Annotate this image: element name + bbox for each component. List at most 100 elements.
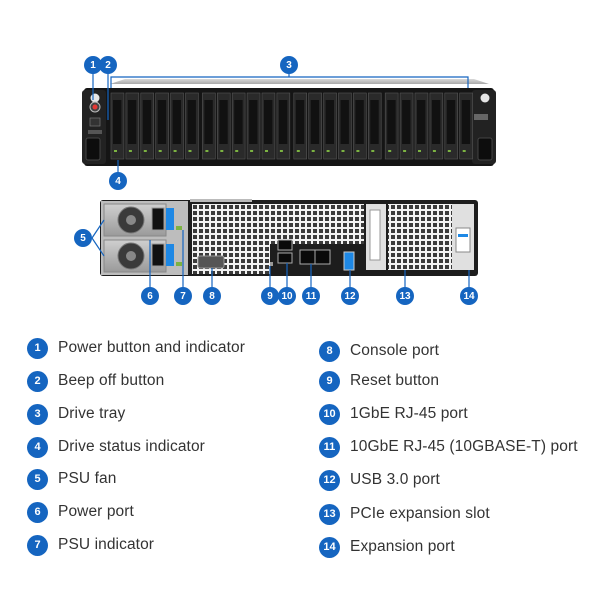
legend-badge-11: 11 (319, 436, 340, 458)
drive-tray-slot (370, 100, 379, 144)
drive-tray-slot (310, 100, 320, 144)
drive-tray-slot (340, 100, 349, 144)
drive-tray-slot (417, 100, 426, 144)
legend-label-10: 1GbE RJ-45 port (350, 405, 468, 422)
drive-status-led (326, 150, 330, 152)
callout-7: 7 (174, 287, 192, 305)
drive-status-led (265, 150, 268, 152)
legend-item-11: 11 10GbE RJ-45 (10GBASE-T) port (319, 436, 578, 458)
callout-10: 10 (278, 287, 296, 305)
drive-status-led (220, 150, 224, 152)
legend-badge-13: 13 (319, 503, 340, 525)
callout-5: 5 (74, 229, 92, 247)
callout-12: 12 (341, 287, 359, 305)
legend-item-8: 8 Console port (319, 340, 439, 362)
power-led (92, 104, 98, 110)
drive-tray-slot (461, 100, 471, 144)
power-port-top (151, 207, 165, 231)
legend-badge-8: 8 (319, 340, 340, 362)
legend-item-3: 3 Drive tray (27, 403, 125, 425)
drive-status-led (371, 150, 375, 152)
drive-status-led (250, 150, 254, 152)
legend-badge-14: 14 (319, 536, 340, 558)
front-top-edge (110, 79, 489, 84)
legend-item-12: 12 USB 3.0 port (319, 469, 440, 491)
legend-label-3: Drive tray (58, 405, 126, 422)
drive-tray-slot (157, 100, 167, 144)
legend-item-2: 2 Beep off button (27, 370, 164, 392)
callout-1: 1 (84, 56, 102, 74)
front-label (88, 130, 102, 134)
drive-tray-slot (387, 100, 396, 144)
console-port (197, 255, 225, 269)
legend-label-14: Expansion port (350, 538, 455, 555)
left-handle (85, 137, 101, 161)
legend-item-5: 5 PSU fan (27, 468, 116, 490)
drive-tray-slot (172, 100, 181, 144)
drive-status-led (188, 150, 192, 152)
rear-top-edge (190, 199, 252, 202)
drive-status-led (311, 150, 315, 152)
legend-badge-1: 1 (27, 337, 48, 359)
legend-badge-7: 7 (27, 534, 48, 556)
legend-label-4: Drive status indicator (58, 438, 205, 455)
drive-status-led (403, 150, 407, 152)
legend-badge-5: 5 (27, 468, 48, 490)
drive-tray-slot (278, 100, 288, 144)
legend-badge-10: 10 (319, 403, 340, 425)
right-handle (477, 137, 493, 161)
callout-13: 13 (396, 287, 414, 305)
callout-11: 11 (302, 287, 320, 305)
drive-tray-slot (402, 100, 411, 144)
callout-2: 2 (99, 56, 117, 74)
usb-ports (343, 251, 355, 271)
drive-status-led (158, 150, 162, 152)
callout-3: 3 (280, 56, 298, 74)
legend-label-9: Reset button (350, 372, 440, 389)
drive-status-led (418, 150, 421, 152)
drive-tray-slot (325, 100, 334, 144)
legend-label-8: Console port (350, 342, 440, 359)
model-badge (474, 114, 488, 120)
legend-item-4: 4 Drive status indicator (27, 436, 205, 458)
beep-off-button (89, 117, 101, 127)
drive-tray-slot (234, 100, 243, 144)
front-panel (82, 79, 496, 166)
drive-status-led (173, 150, 177, 152)
drive-status-led (356, 150, 360, 152)
psu-indicator-top (176, 226, 182, 230)
legend-badge-3: 3 (27, 403, 48, 425)
drive-status-led (114, 150, 117, 152)
legend-item-1: 1 Power button and indicator (27, 337, 245, 359)
drive-tray-slot (142, 100, 152, 144)
drive-tray-slot (127, 100, 137, 144)
reset-button (270, 262, 273, 266)
drive-tray-slot (249, 100, 258, 144)
callout-6: 6 (141, 287, 159, 305)
legend-label-11: 10GbE RJ-45 (10GBASE-T) port (350, 438, 578, 455)
callout-4: 4 (109, 172, 127, 190)
power-port-bottom (151, 243, 165, 267)
drive-status-led (462, 150, 466, 152)
drive-bays (110, 92, 473, 160)
rj45-1gbe-bottom (277, 252, 293, 264)
legend-label-12: USB 3.0 port (350, 471, 440, 488)
drive-status-led (432, 150, 436, 152)
legend-label-5: PSU fan (58, 470, 117, 487)
drive-tray-slot (355, 100, 364, 144)
device-illustration: 1 2 3 4 5 6 7 8 9 10 11 12 13 14 (74, 56, 496, 305)
drive-tray-slot (295, 100, 305, 144)
drive-tray-slot (431, 100, 441, 144)
legend-item-9: 9 Reset button (319, 370, 439, 392)
legend-badge-4: 4 (27, 436, 48, 458)
drive-status-led (128, 150, 132, 152)
psu-indicator-bottom (176, 262, 182, 266)
rj45-1gbe-top (277, 239, 293, 251)
legend-item-6: 6 Power port (27, 501, 134, 523)
drive-status-led (341, 150, 345, 152)
legend-item-13: 13 PCIe expansion slot (319, 503, 490, 525)
legend-label-2: Beep off button (58, 372, 165, 389)
drive-status-led (205, 150, 209, 152)
callout-9: 9 (261, 287, 279, 305)
drive-tray-slot (219, 100, 228, 144)
